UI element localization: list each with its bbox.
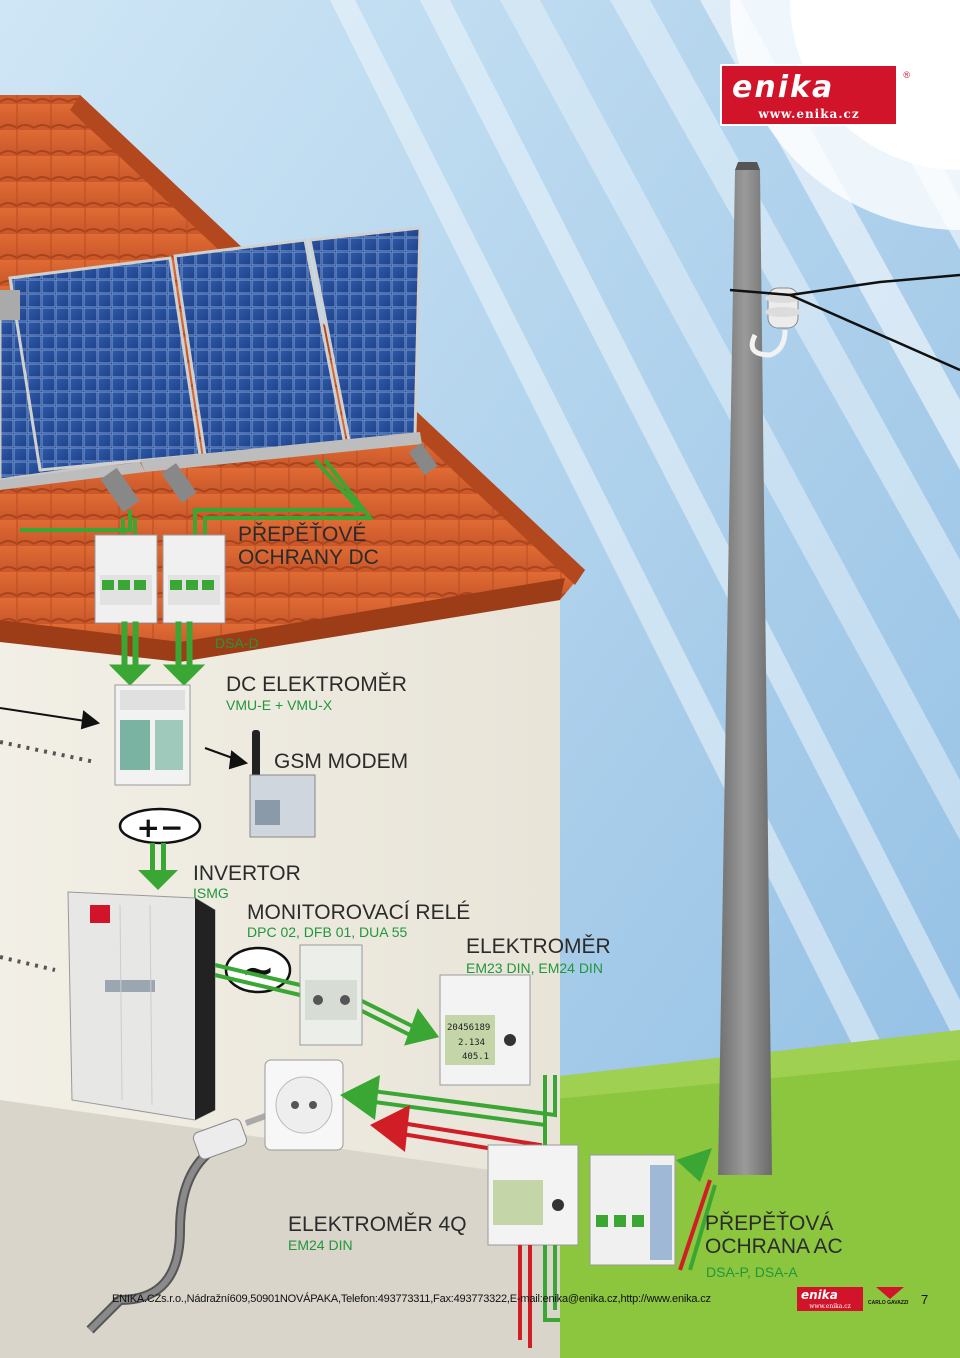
wall-socket-icon: [264, 1059, 344, 1151]
dc-surge-devices: [94, 534, 226, 624]
inverter-device: [67, 891, 216, 1121]
power-plug-icon: [86, 1110, 276, 1334]
meter-4q-subtitle: EM24 DIN: [288, 1237, 353, 1253]
partner-name: CARLO GAVAZZI: [868, 1300, 909, 1306]
monitoring-relay-device: [299, 944, 363, 1046]
inverter-subtitle: ISMG: [193, 885, 229, 901]
pole-green-arrow: [676, 1148, 712, 1182]
grass: [440, 1030, 960, 1358]
dc-meter-title: DC ELEKTROMĚR: [226, 673, 407, 696]
registered-mark: ®: [903, 70, 910, 80]
power-lines: [729, 273, 960, 372]
utility-pole: [718, 162, 772, 1175]
ac-surge-subtitle: DSA-P, DSA-A: [706, 1264, 798, 1280]
page-number: 7: [921, 1292, 929, 1307]
dc-meter-pointer: [0, 707, 101, 730]
footer-logo-wordmark: enika: [801, 1288, 838, 1302]
red-cables: [518, 1179, 712, 1348]
solar-panel-array: [0, 226, 438, 513]
dc-meter-device: [114, 684, 191, 786]
gsm-antenna-icon: [249, 730, 316, 838]
meter-title: ELEKTROMĚR: [466, 935, 611, 958]
dc-surge-subtitle: DSA-D: [215, 635, 259, 651]
dc-symbol: +−: [118, 807, 202, 845]
footer-contact: ENIKA.CZs.r.o.,Nádražní609,50901NOVÁPAKA…: [112, 1293, 711, 1305]
inverter-arrow: [138, 843, 178, 890]
relay-title: MONITOROVACÍ RELÉ: [247, 901, 471, 924]
footer-enika-logo: enika www.enika.cz: [797, 1287, 863, 1311]
logo-wordmark: enika: [732, 70, 835, 105]
dc-meter-subtitle: VMU-E + VMU-X: [226, 697, 333, 713]
enika-logo: enika www.enika.cz ®: [720, 64, 910, 126]
dc-arrows: [108, 621, 206, 686]
relay-subtitle: DPC 02, DFB 01, DUA 55: [247, 924, 408, 940]
footer-logo-url: www.enika.cz: [809, 1303, 851, 1310]
ac-surge-device: [589, 1154, 676, 1266]
carlo-gavazzi-logo-icon: [876, 1287, 904, 1299]
svg-text:405.1: 405.1: [462, 1052, 489, 1062]
green-cables-2: [543, 1085, 717, 1322]
ac-surge-title: PŘEPĚŤOVÁ OCHRANA AC: [705, 1212, 843, 1258]
energy-meter-device: 20456189 2.134 405.1: [439, 974, 531, 1086]
svg-text:+−: +−: [137, 811, 184, 844]
energy-meter-4q-device: [487, 1144, 579, 1246]
meter-4q-title: ELEKTROMĚR 4Q: [288, 1213, 467, 1236]
gsm-modem-title: GSM MODEM: [274, 750, 409, 773]
ac-symbol: ~: [224, 946, 292, 994]
svg-text:20456189: 20456189: [447, 1023, 490, 1033]
gsm-pointer: [204, 747, 249, 770]
logo-url: www.enika.cz: [758, 107, 860, 121]
svg-text:2.134: 2.134: [458, 1038, 485, 1048]
inverter-title: INVERTOR: [193, 862, 301, 885]
meter-subtitle: EM23 DIN, EM24 DIN: [466, 960, 603, 976]
dc-surge-title: PŘEPĚŤOVÉ OCHRANY DC: [238, 523, 379, 569]
